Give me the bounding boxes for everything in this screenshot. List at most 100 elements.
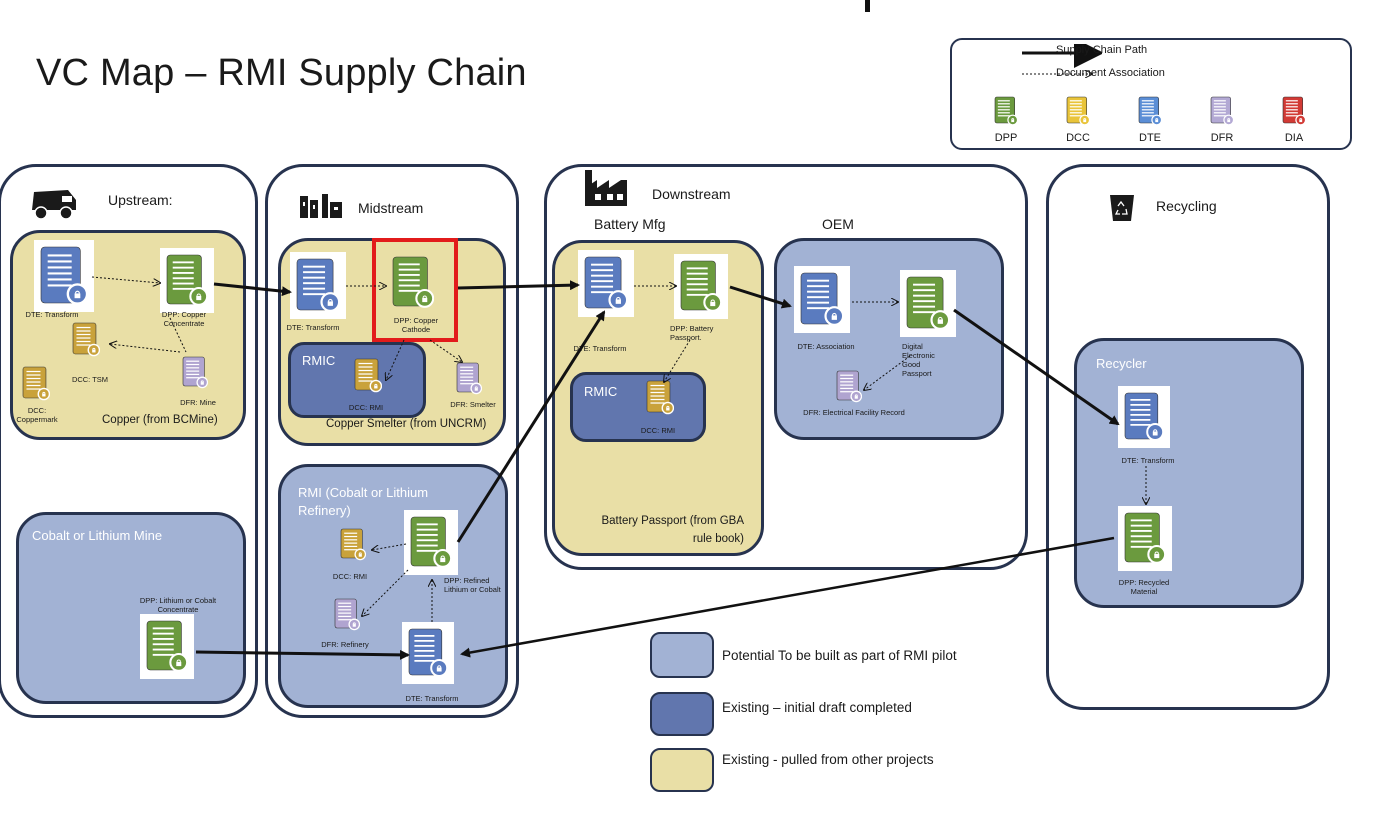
mining-truck-icon xyxy=(32,190,76,220)
arrow-lithium-to-refinery xyxy=(195,649,410,660)
assoc-battery-to-rmi xyxy=(664,339,691,382)
dcc-rmi-refinery-icon xyxy=(340,528,366,561)
copper-smelter-label: Copper Smelter (from UNCRM) xyxy=(326,418,487,430)
rmi-refinery-label: RMI (Cobalt or Lithium Refinery) xyxy=(298,485,429,518)
dpp-recycled-icon xyxy=(1118,506,1172,571)
key-swatch-potential xyxy=(650,632,714,678)
caption-dpp-lithium-cobalt: DPP: Lithium or Cobalt Concentrate xyxy=(139,596,217,614)
caption-upstream-dte-transform: DTE: Transform xyxy=(25,310,79,319)
dte-transform-battery-icon xyxy=(578,250,634,317)
key-swatch-existing-draft xyxy=(650,692,714,736)
assoc-cathode-to-smelter xyxy=(429,339,462,362)
battery-mfg-header: Battery Mfg xyxy=(594,216,666,232)
assoc-dpp-to-tsm xyxy=(110,344,181,353)
dfr-electrical-icon xyxy=(836,370,862,403)
caption-dfr-mine: DFR: Mine xyxy=(180,398,216,407)
arrow-recycled-to-refinery xyxy=(460,536,1115,658)
midstream-header: Midstream xyxy=(358,200,424,216)
assoc-digital-to-electrical xyxy=(864,355,911,390)
assoc-refined-to-dcc-rmi xyxy=(372,543,407,550)
assoc-dte-to-dpp-upstream xyxy=(91,276,160,283)
legend-dte-label: DTE xyxy=(1139,132,1161,144)
key-label-existing-other: Existing - pulled from other projects xyxy=(722,752,934,767)
dfr-smelter-icon xyxy=(456,362,482,395)
key-label-existing-draft: Existing – initial draft completed xyxy=(722,700,912,715)
caption-refinery-dcc-rmi: DCC: RMI xyxy=(332,572,368,581)
dpp-copper-cathode-icon xyxy=(392,256,434,308)
legend-dpp-icon xyxy=(994,96,1018,126)
assoc-refined-to-dfr-refinery xyxy=(362,569,409,616)
caption-dfr-smelter: DFR: Smelter xyxy=(450,400,496,409)
dte-transform-midstream-icon xyxy=(290,252,346,319)
arrow-refined-to-battery xyxy=(456,310,606,543)
caption-dpp-battery-passport: DPP: Battery Passport. xyxy=(670,324,714,342)
dpp-lithium-cobalt-icon xyxy=(140,614,194,679)
key-label-potential: Potential To be built as part of RMI pil… xyxy=(722,648,957,663)
assoc-cathode-to-rmi xyxy=(386,339,405,380)
arrow-oem-to-recycler xyxy=(953,308,1120,426)
caption-digital-passport: Digital Electronic Good Passport xyxy=(902,342,935,378)
caption-battery-dte-transform: DTE: Transform xyxy=(573,344,627,353)
caption-dpp-recycled: DPP: Recycled Material xyxy=(1118,578,1170,596)
page-title: VC Map – RMI Supply Chain xyxy=(36,52,527,94)
dte-transform-recycler-icon xyxy=(1118,386,1170,448)
cobalt-lithium-mine-label: Cobalt or Lithium Mine xyxy=(32,528,163,543)
dte-transform-upstream-icon xyxy=(34,240,94,312)
arrow-cathode-to-battery xyxy=(457,280,580,291)
oem-header: OEM xyxy=(822,216,854,232)
recycling-header: Recycling xyxy=(1156,198,1217,214)
caption-dcc-tsm: DCC: TSM xyxy=(71,375,109,384)
legend-dfr-label: DFR xyxy=(1210,132,1234,144)
dte-transform-refinery-icon xyxy=(402,622,454,684)
dcc-coppermark-icon xyxy=(22,366,50,401)
key-swatch-existing-other xyxy=(650,748,714,792)
caption-midstream-dcc-rmi: DCC: RMI xyxy=(348,403,384,412)
rmi-refinery-box xyxy=(278,464,508,708)
upstream-header: Upstream: xyxy=(108,192,173,208)
digital-passport-icon xyxy=(900,270,956,337)
caption-dpp-copper-cathode: DPP: Copper Cathode xyxy=(393,316,439,334)
recycler-label: Recycler xyxy=(1096,356,1147,371)
downstream-header: Downstream xyxy=(652,186,731,202)
rmic-label-midstream: RMIC xyxy=(302,353,336,368)
legend-box: Supply Chain Path Document Association D… xyxy=(950,38,1352,150)
rmic-label-downstream: RMIC xyxy=(584,384,618,399)
dpp-battery-passport-icon xyxy=(674,254,728,319)
caption-dpp-copper-concentrate: DPP: Copper Concentrate xyxy=(161,310,207,328)
recycler-box xyxy=(1074,338,1304,608)
factory-icon-downstream xyxy=(585,170,627,206)
dcc-rmi-downstream-icon xyxy=(646,380,674,415)
dcc-tsm-icon xyxy=(72,322,100,357)
copper-cathode-highlight xyxy=(372,238,458,342)
legend-dia-icon xyxy=(1282,96,1306,126)
caption-recycler-dte-transform: DTE: Transform xyxy=(1121,456,1175,465)
recycle-bin-icon xyxy=(1110,195,1134,221)
caption-dte-association: DTE: Association xyxy=(797,342,855,351)
legend-document-association-label: Document Association xyxy=(1056,67,1165,79)
arrow-battery-to-oem xyxy=(729,285,792,309)
dcc-rmi-midstream-icon xyxy=(354,358,382,393)
legend-dcc-icon xyxy=(1066,96,1090,126)
legend-dte-icon xyxy=(1138,96,1162,126)
caption-battery-dcc-rmi: DCC: RMI xyxy=(640,426,676,435)
legend-dia-label: DIA xyxy=(1284,132,1304,144)
caption-dcc-coppermark: DCC: Coppermark xyxy=(16,406,58,424)
caption-dpp-refined: DPP: Refined Lithium or Cobalt xyxy=(444,576,501,594)
copper-mine-label: Copper (from BCMine) xyxy=(102,414,218,426)
factory-icon xyxy=(300,194,342,218)
dfr-refinery-icon xyxy=(334,598,360,631)
legend-arrows xyxy=(1022,44,1102,84)
caption-dfr-refinery: DFR: Refinery xyxy=(321,640,369,649)
arrow-copper-concentrate-to-smelter xyxy=(213,282,292,297)
caption-dfr-electrical: DFR: Electrical Facility Record xyxy=(803,408,905,417)
legend-dcc-label: DCC xyxy=(1066,132,1090,144)
legend-dpp-label: DPP xyxy=(994,132,1018,144)
dpp-refined-icon xyxy=(404,510,458,575)
caption-refinery-dte-transform: DTE: Transform xyxy=(405,694,459,703)
dpp-copper-concentrate-icon xyxy=(160,248,214,313)
legend-supply-chain-label: Supply Chain Path xyxy=(1056,44,1148,56)
legend-dfr-icon xyxy=(1210,96,1234,126)
assoc-dpp-to-mine xyxy=(169,317,187,353)
dfr-mine-icon xyxy=(182,356,208,389)
